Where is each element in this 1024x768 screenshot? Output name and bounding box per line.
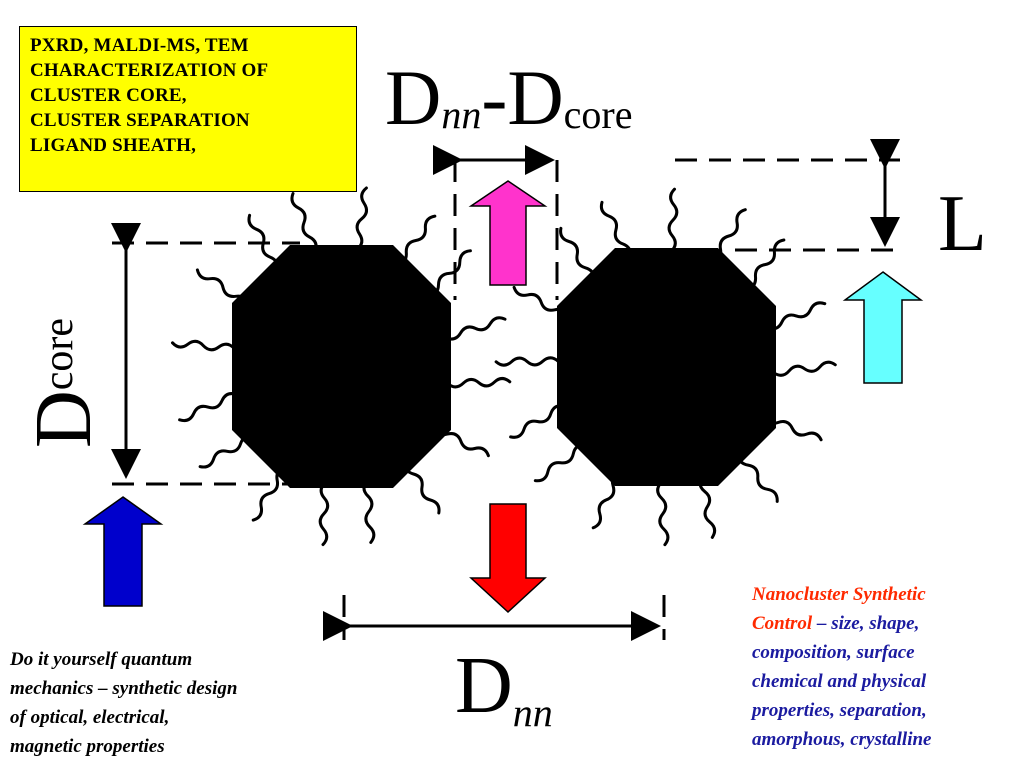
ligand-chain <box>667 187 679 253</box>
synthetic-control-caption: Nanocluster Synthetic Control – size, sh… <box>752 580 1022 754</box>
ligand-chain <box>494 356 560 367</box>
ligand-chain <box>446 377 512 389</box>
red-down-arrow <box>469 503 547 614</box>
cluster-core-right <box>557 248 776 486</box>
blue-up-arrow <box>82 496 164 607</box>
dimension-arrows <box>111 139 900 641</box>
cluster-core-left <box>232 245 451 488</box>
caption-line: composition, surface <box>752 642 915 663</box>
ligand-chain <box>171 339 236 352</box>
l-label: L <box>938 180 987 268</box>
ligand-chain <box>533 443 588 483</box>
dnn-dcore-label: Dnn-Dcore <box>385 54 632 141</box>
caption-heading-line2: Control – size, shape, <box>752 609 1022 638</box>
caption-line: chemical and physical <box>752 671 927 692</box>
ligand-chain <box>559 226 596 283</box>
box-line: LIGAND SHEATH, <box>30 135 197 156</box>
box-line: PXRD, MALDI-MS, TEM <box>30 35 249 56</box>
ligand-chain <box>355 186 368 251</box>
svg-text:Dcore: Dcore <box>20 318 108 448</box>
ligand-chain <box>698 474 717 539</box>
caption-heading-line1: Nanocluster Synthetic <box>752 584 926 605</box>
ligand-chain <box>744 238 786 291</box>
caption-line: Do it yourself quantum <box>10 649 193 670</box>
ligand-chain <box>736 451 779 503</box>
dnn-label: Dnn <box>455 642 553 735</box>
quantum-mechanics-caption: Do it yourself quantum mechanics – synth… <box>10 645 340 761</box>
ligand-chain <box>509 404 566 439</box>
box-line: CHARACTERIZATION OF <box>30 60 269 81</box>
magenta-up-arrow <box>468 180 548 286</box>
ligand-chain <box>362 479 376 544</box>
dcore-label: Dcore <box>20 318 108 448</box>
caption-line: amorphous, crystalline <box>752 729 932 750</box>
dashed-guides <box>112 158 900 640</box>
ligand-chain <box>178 392 238 423</box>
ligand-chain <box>599 200 632 260</box>
characterization-box: PXRD, MALDI-MS, TEM CHARACTERIZATION OF … <box>19 26 357 192</box>
box-line: CLUSTER SEPARATION <box>30 110 250 131</box>
cyan-up-arrow <box>842 271 924 384</box>
caption-line: properties, separation, <box>752 700 927 721</box>
caption-heading-word: Control <box>752 613 813 634</box>
ligand-chain <box>290 192 318 253</box>
box-line: CLUSTER CORE, <box>30 85 187 106</box>
caption-text: – size, shape, <box>812 613 920 634</box>
ligand-chain <box>444 316 507 341</box>
ligand-chain <box>766 301 827 331</box>
caption-line: of optical, electrical, <box>10 707 170 728</box>
ligand-chain <box>772 360 837 377</box>
ligand-chain <box>656 481 670 547</box>
caption-line: mechanics – synthetic design <box>10 678 238 699</box>
ligand-chain <box>318 481 330 547</box>
caption-line: magnetic properties <box>10 736 165 757</box>
